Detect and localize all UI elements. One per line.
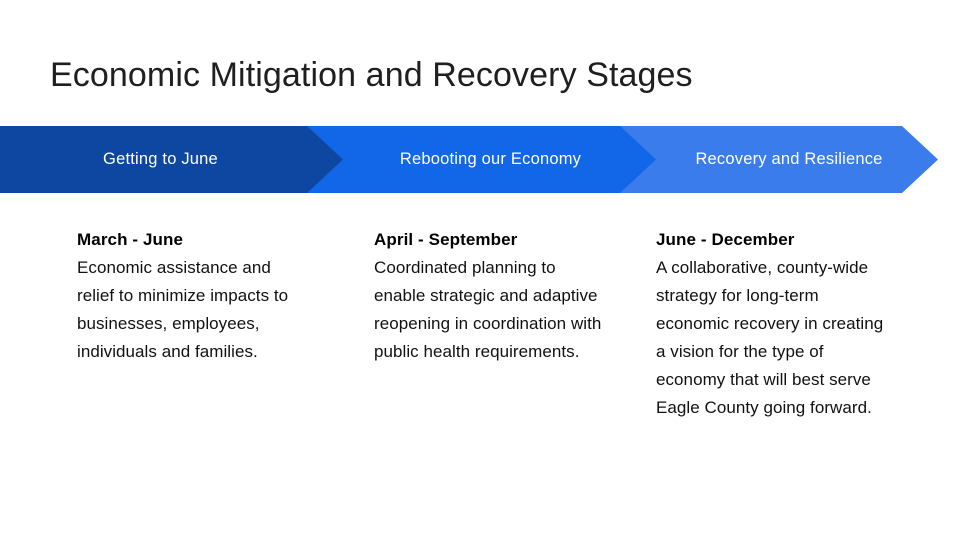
page-title: Economic Mitigation and Recovery Stages xyxy=(50,55,693,94)
stage-chevron-recovery-and-resilience[interactable]: Recovery and Resilience xyxy=(620,126,938,193)
stage-chevron-rebooting-our-economy[interactable]: Rebooting our Economy xyxy=(307,126,656,193)
stage-description-3: A collaborative, county-wide strategy fo… xyxy=(656,258,884,418)
stage-chevron-label-2: Rebooting our Economy xyxy=(399,150,582,168)
stage-chevron-label-3: Recovery and Resilience xyxy=(695,150,883,168)
stage-period-2: April - September xyxy=(374,230,518,249)
stage-period-1: March - June xyxy=(77,230,184,249)
stage-detail-column-1: March - June Economic assistance and rel… xyxy=(77,226,309,366)
stage-period-3: June - December xyxy=(656,230,795,249)
stage-detail-column-2: April - September Coordinated planning t… xyxy=(374,226,606,366)
stage-description-1: Economic assistance and relief to minimi… xyxy=(77,258,289,362)
stage-detail-column-3: June - December A collaborative, county-… xyxy=(656,226,888,422)
stage-chevron-label-1: Getting to June xyxy=(103,150,218,168)
stage-description-2: Coordinated planning to enable strategic… xyxy=(374,258,602,362)
stage-chevron-getting-to-june[interactable]: Getting to June xyxy=(0,126,343,193)
stage-chevron-band: Recovery and Resilience Rebooting our Ec… xyxy=(0,126,960,193)
